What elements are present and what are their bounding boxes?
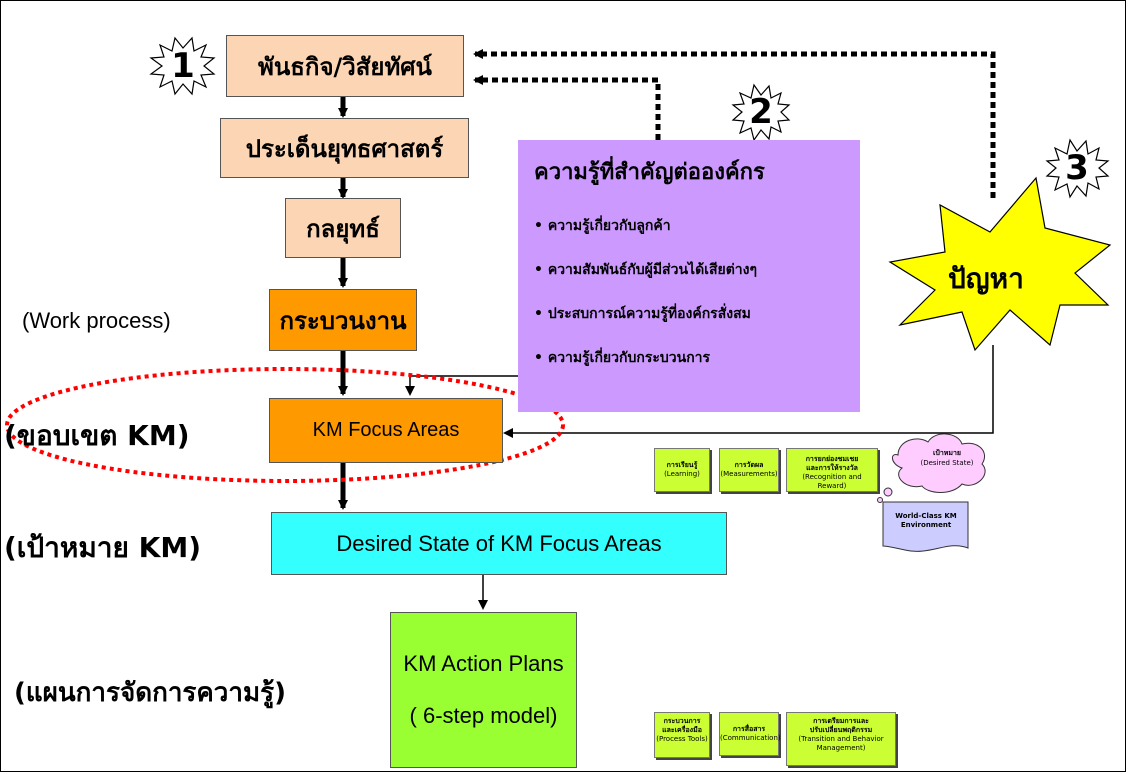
scope-highlight-ellipse [5, 367, 565, 483]
environment-text: World-Class KM Environment [895, 512, 957, 529]
problem-label: ปัญหา [948, 262, 1024, 295]
measurement-card: การวัดผล(Measurements) [719, 448, 779, 492]
stage-3-burst [1045, 138, 1110, 199]
goal-cloud-text: เป้าหมาย (Desired State) [920, 449, 974, 467]
km-action-plans-box: KM Action Plans ( 6-step model) [390, 612, 577, 768]
stage-3-number: 3 [1065, 148, 1089, 188]
recognition-card: การยกย่องชมเชยและการให้รางวัล(Recognitio… [786, 448, 878, 492]
transition-card: การเตรียมการและปรับเปลี่ยนพฤติกรรม(Trans… [786, 712, 896, 766]
action-plans-subtitle: ( 6-step model) [409, 703, 558, 728]
knowledge-item-text: ความรู้เกี่ยวกับกระบวนการ [547, 350, 711, 366]
strategy-box: กลยุทธ์ [285, 198, 401, 258]
stage-1-number: 1 [171, 46, 195, 86]
km-plan-label: (แผนการจัดการความรู้) [14, 678, 286, 708]
knowledge-item-text: ประสบการณ์ความรู้ที่องค์กรสั่งสม [547, 306, 751, 322]
knowledge-item-text: ความสัมพันธ์กับผู้มีส่วนได้เสียต่างๆ [547, 262, 758, 278]
work-process-label: (Work process) [22, 308, 171, 333]
knowledge-item: • ความรู้เกี่ยวกับกระบวนการ [534, 350, 711, 366]
knowledge-item: • ประสบการณ์ความรู้ที่องค์กรสั่งสม [534, 306, 751, 322]
work-process-box: กระบวนงาน [269, 289, 417, 351]
knowledge-item: • ความรู้เกี่ยวกับลูกค้า [534, 218, 671, 234]
desired-state-box: Desired State of KM Focus Areas [271, 512, 727, 575]
key-knowledge-box: ความรู้ที่สำคัญต่อองค์กร • ความรู้เกี่ยว… [518, 140, 860, 412]
process-tools-card: กระบวนการและเครื่องมือ(Process Tools) [654, 712, 710, 758]
km-focus-areas-box: KM Focus Areas [269, 398, 503, 463]
goal-cloud-shape [892, 433, 986, 493]
stage-1-burst [149, 36, 216, 96]
knowledge-item-text: ความรู้เกี่ยวกับลูกค้า [547, 218, 671, 234]
learning-card: การเรียนรู้(Learning) [654, 448, 710, 492]
km-goal-label: (เป้าหมาย KM) [4, 531, 202, 564]
stage-2-number: 2 [749, 92, 773, 132]
km-scope-label: (ขอบเขต KM) [4, 419, 190, 452]
environment-document-shape [882, 501, 969, 552]
action-plans-title: KM Action Plans [403, 651, 564, 676]
knowledge-item: • ความสัมพันธ์กับผู้มีส่วนได้เสียต่างๆ [534, 262, 758, 278]
key-knowledge-title: ความรู้ที่สำคัญต่อองค์กร [534, 160, 765, 185]
strategic-issues-box: ประเด็นยุทธศาสตร์ [220, 118, 469, 178]
mission-vision-box: พันธกิจ/วิสัยทัศน์ [226, 35, 464, 97]
communication-card: การสื่อสาร(Communication) [719, 712, 781, 756]
problem-burst [888, 176, 1112, 352]
stage-2-burst [731, 83, 791, 142]
